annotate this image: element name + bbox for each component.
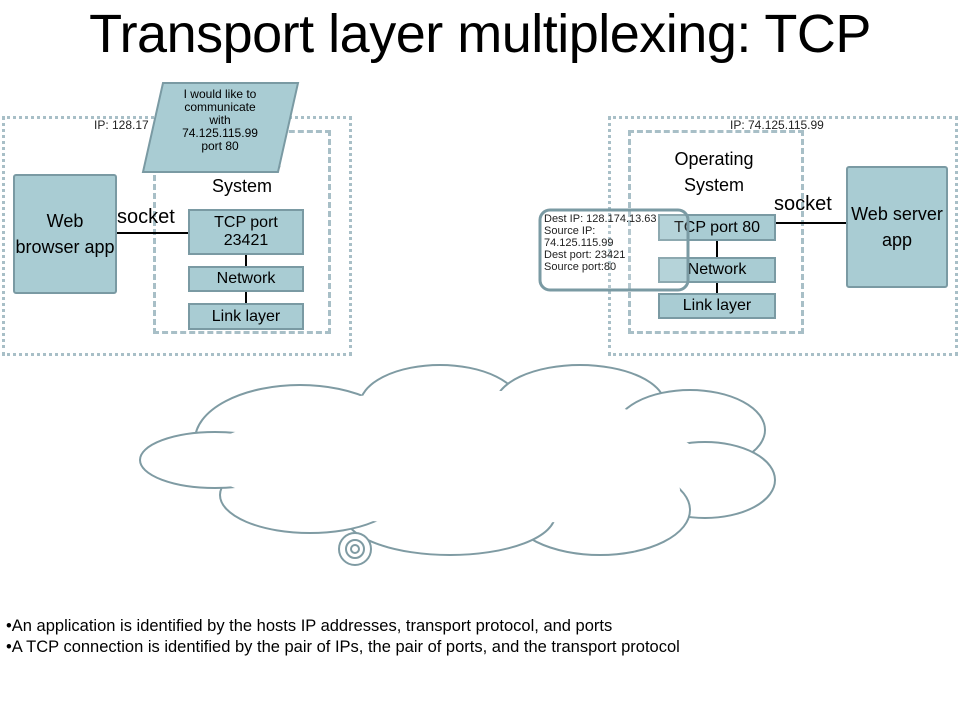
bullet-item: •An application is identified by the hos… (6, 617, 613, 635)
packet-header-line: Source port:80 (544, 261, 617, 273)
packet-header-line: Source IP: (544, 225, 596, 237)
bullet-list: •An application is identified by the hos… (6, 616, 956, 658)
request-note-line: port 80 (201, 139, 239, 153)
bullet-text: An application is identified by the host… (11, 617, 613, 635)
right-host-ip: IP: 74.125.115.99 (730, 118, 824, 132)
bullet-text: A TCP connection is identified by the pa… (11, 638, 680, 656)
page-title: Transport layer multiplexing: TCP (89, 4, 871, 64)
right-network-label: Network (687, 261, 747, 278)
request-note-line: communicate (184, 100, 256, 114)
request-note-line: 74.125.115.99 (182, 126, 258, 140)
packet-header-shape (538, 208, 690, 292)
right-os-label: Operating System (674, 149, 754, 195)
right-tcp-port[interactable]: TCP port 80 (658, 214, 776, 241)
right-link-label: Link layer (682, 297, 752, 314)
request-note-line: I would like to (183, 87, 257, 101)
left-tcp-port[interactable]: TCP port 23421 (188, 209, 304, 255)
right-host-boundary (608, 116, 958, 356)
right-link-layer[interactable]: Link layer (658, 293, 776, 319)
left-socket-label: socket (117, 206, 175, 228)
web-browser-app-label: Web browser app (15, 211, 115, 257)
left-tcp-port-label: TCP port 23421 (214, 214, 278, 249)
packet-header-line: Dest IP: 128.174.13.63 (544, 213, 657, 225)
packet-header-line: Dest port: 23421 (544, 249, 626, 261)
left-link-label: Link layer (211, 307, 281, 325)
web-server-app[interactable]: Web server app (846, 166, 948, 288)
right-network-layer[interactable]: Network (658, 257, 776, 283)
left-network-label: Network (216, 270, 276, 287)
request-note: I would like to communicate with 74.125.… (160, 88, 280, 153)
right-socket-label: socket (774, 193, 832, 215)
left-network-layer[interactable]: Network (188, 266, 304, 292)
web-browser-app[interactable]: Web browser app (13, 174, 117, 294)
right-os-boundary (628, 130, 804, 334)
packet-header: Dest IP: 128.174.13.63 Source IP: 74.125… (544, 213, 686, 273)
left-link-layer[interactable]: Link layer (188, 303, 304, 330)
left-host-ip: IP: 128.17 (94, 118, 149, 132)
packet-header-line: 74.125.115.99 (544, 237, 614, 249)
request-note-line: with (209, 113, 231, 127)
request-note-shape (141, 82, 300, 173)
bullet-item: •A TCP connection is identified by the p… (6, 638, 680, 656)
web-server-app-label: Web server app (851, 204, 943, 250)
right-tcp-port-label: TCP port 80 (674, 218, 760, 236)
